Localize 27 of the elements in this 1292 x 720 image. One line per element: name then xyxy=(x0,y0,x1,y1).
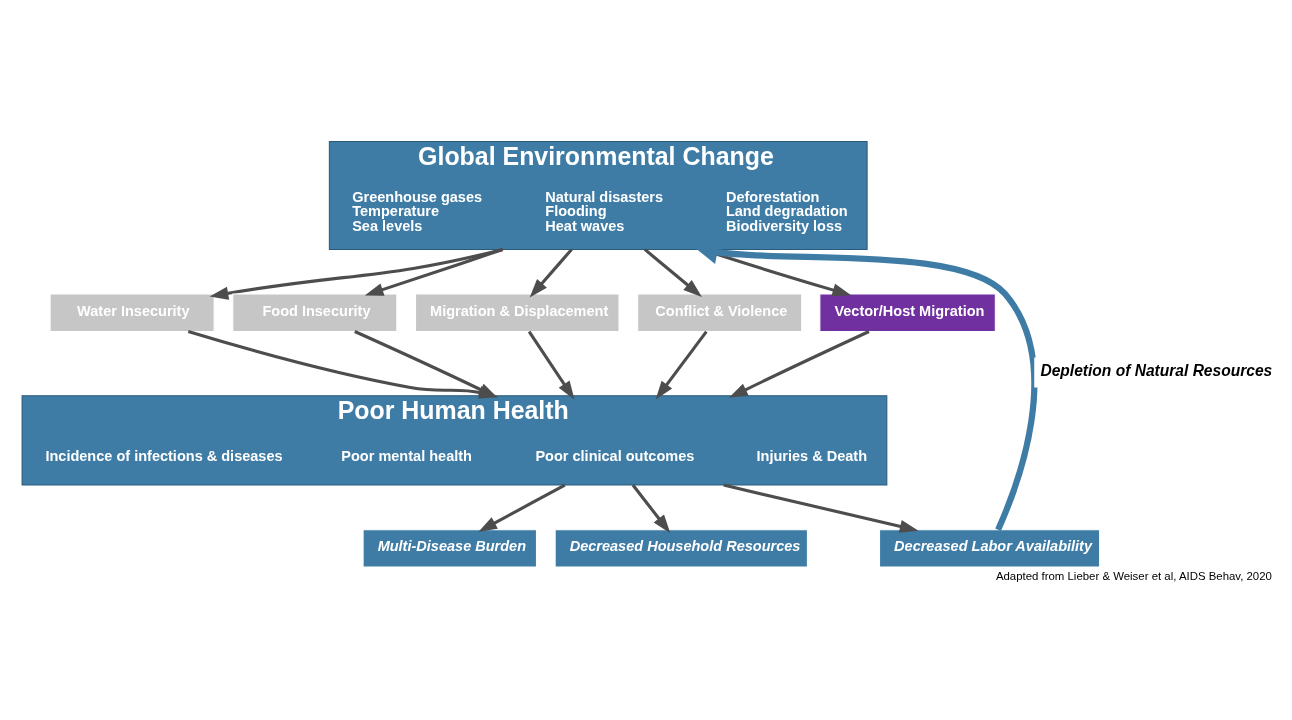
node-text: Greenhouse gases Temperature Sea levels xyxy=(351,188,482,234)
edge-label: Depletion of Natural Resources xyxy=(1039,361,1272,379)
node-box: Vector/Host Migration xyxy=(818,293,996,332)
arrow xyxy=(527,330,575,400)
node-text: Incidence of infections & diseases xyxy=(44,447,283,464)
node-box: Decreased Household Resources xyxy=(554,528,808,568)
node-box: Migration & Displacement xyxy=(414,293,619,332)
caption: Adapted from Lieber & Weiser et al, AIDS Behav, 2020 xyxy=(995,569,1272,582)
arrow xyxy=(631,483,670,533)
node-text: Poor clinical outcomes xyxy=(534,447,694,464)
node-box: Multi-Disease Burden xyxy=(362,528,537,568)
node-text: Poor mental health xyxy=(340,447,472,464)
node-box: Water Insecurity xyxy=(49,293,215,332)
arrow xyxy=(728,329,870,398)
node-text: Injuries & Death xyxy=(756,447,867,464)
arrow xyxy=(655,330,708,400)
node-text: Natural disasters Flooding Heat waves xyxy=(544,188,663,234)
node-box: Decreased Labor Availability xyxy=(878,528,1100,568)
arrow xyxy=(722,483,918,533)
node-text: Deforestation Land degradation Biodiversity loss xyxy=(725,188,848,234)
arrow xyxy=(643,247,702,297)
arrow xyxy=(529,247,573,297)
node-box: Food Insecurity xyxy=(231,293,397,332)
arrow xyxy=(364,247,503,296)
arrow xyxy=(209,247,503,300)
arrow xyxy=(477,483,566,532)
node-box: Conflict & Violence xyxy=(636,293,802,332)
